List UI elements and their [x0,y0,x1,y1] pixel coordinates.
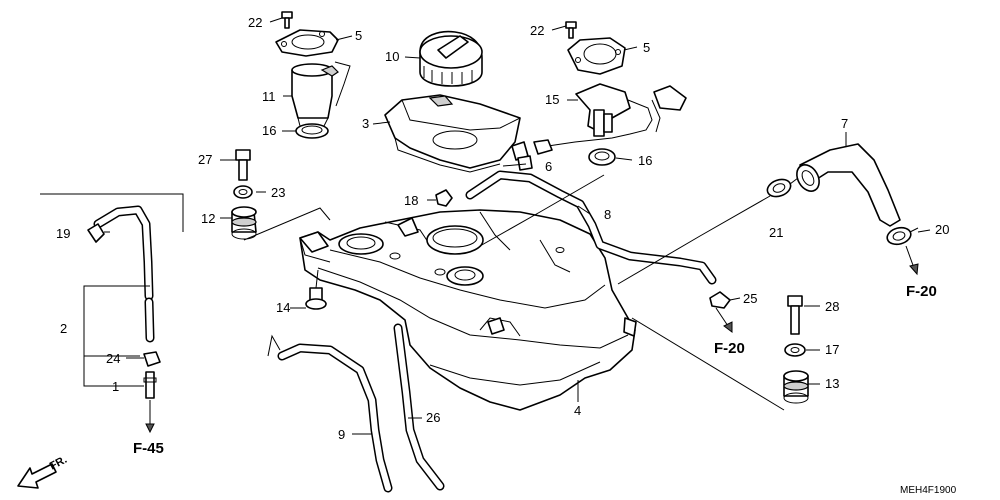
bolt-22-right [565,21,577,39]
callout-26: 26 [426,410,440,425]
cushion-12 [231,206,257,240]
fuel-tank [299,209,637,411]
clip-19 [87,223,105,243]
hose-9-outline [267,334,281,357]
callout-2: 2 [60,321,67,336]
mount-leader-right [631,317,785,411]
callout-12: 12 [201,211,215,226]
callout-7: 7 [841,116,848,131]
arrow-head-f20-right [909,263,919,276]
callout-19: 19 [56,226,70,241]
callout-24: 24 [106,351,120,366]
hose-9 [277,343,393,493]
reference-f45: F-45 [133,440,164,457]
callout-28: 28 [825,299,839,314]
callout-18: 18 [404,193,418,208]
callout-14: 14 [276,300,290,315]
bracket-2 [83,285,150,387]
callout-5-left: 5 [355,28,362,43]
hose-7 [796,143,901,227]
callout-11: 11 [262,89,276,104]
connector-6 [511,141,533,171]
reference-f20-center: F-20 [714,340,745,357]
callout-8: 8 [604,207,611,222]
diagram-code: MEH4F1900 [900,485,957,496]
bolt-22-left [281,11,293,29]
callout-16-right: 16 [638,153,652,168]
packing-16-left [295,123,329,139]
callout-13: 13 [825,376,839,391]
fuel-cap [419,30,483,87]
front-direction-icon: FR. [17,454,69,489]
arrow-to-f20-right [905,245,915,269]
clip-18 [435,189,453,207]
clamp-21 [766,177,799,198]
hose-2 [93,205,155,343]
collar-leader [315,269,319,289]
left-flange-5 [275,29,339,57]
hose-26 [393,323,445,491]
arrow-head-f20-center [723,321,733,333]
mount-leader-left [243,207,331,241]
washer-23 [233,185,253,199]
inner-tray [384,94,521,173]
joint-1 [143,371,157,399]
arrow-head-f45 [145,423,155,434]
callout-16-left: 16 [262,123,276,138]
reference-f20-right: F-20 [906,283,937,300]
callout-17: 17 [825,342,839,357]
arrow-to-f20-center [715,307,729,327]
clamp-21-leader [617,195,771,285]
left-inset-frame [40,193,184,232]
washer-17 [784,343,806,357]
fuel-pump-11 [291,63,339,127]
callout-27: 27 [198,152,212,167]
callout-5-right: 5 [643,40,650,55]
hose-8 [465,170,717,285]
packing-16-right [588,148,616,166]
callout-1: 1 [112,379,119,394]
leader-8-to-tank [479,174,605,247]
callout-3: 3 [362,116,369,131]
callout-6: 6 [545,159,552,174]
clip-25 [709,291,731,309]
bolt-27 [235,149,251,181]
callout-25: 25 [743,291,757,306]
collar-14 [305,287,327,310]
outline-bracket-left [334,61,351,107]
clip-24 [143,351,161,367]
callout-23: 23 [271,185,285,200]
callout-20: 20 [935,222,949,237]
right-flange-5 [567,37,626,75]
bolt-28 [787,295,803,335]
leader-lines [104,17,931,435]
callout-22-right: 22 [530,23,544,38]
callout-22-left: 22 [248,15,262,30]
cushion-13 [783,370,809,404]
callout-10: 10 [385,49,399,64]
callout-15: 15 [545,92,559,107]
callout-9: 9 [338,427,345,442]
clamp-20 [886,226,919,246]
front-label: FR. [48,454,69,473]
callout-numbers: 22 5 10 11 16 3 27 23 12 18 14 22 5 15 1… [56,15,949,442]
callout-4: 4 [574,403,581,418]
fuel-gauge-unit-15 [533,83,687,155]
callout-21: 21 [769,225,783,240]
